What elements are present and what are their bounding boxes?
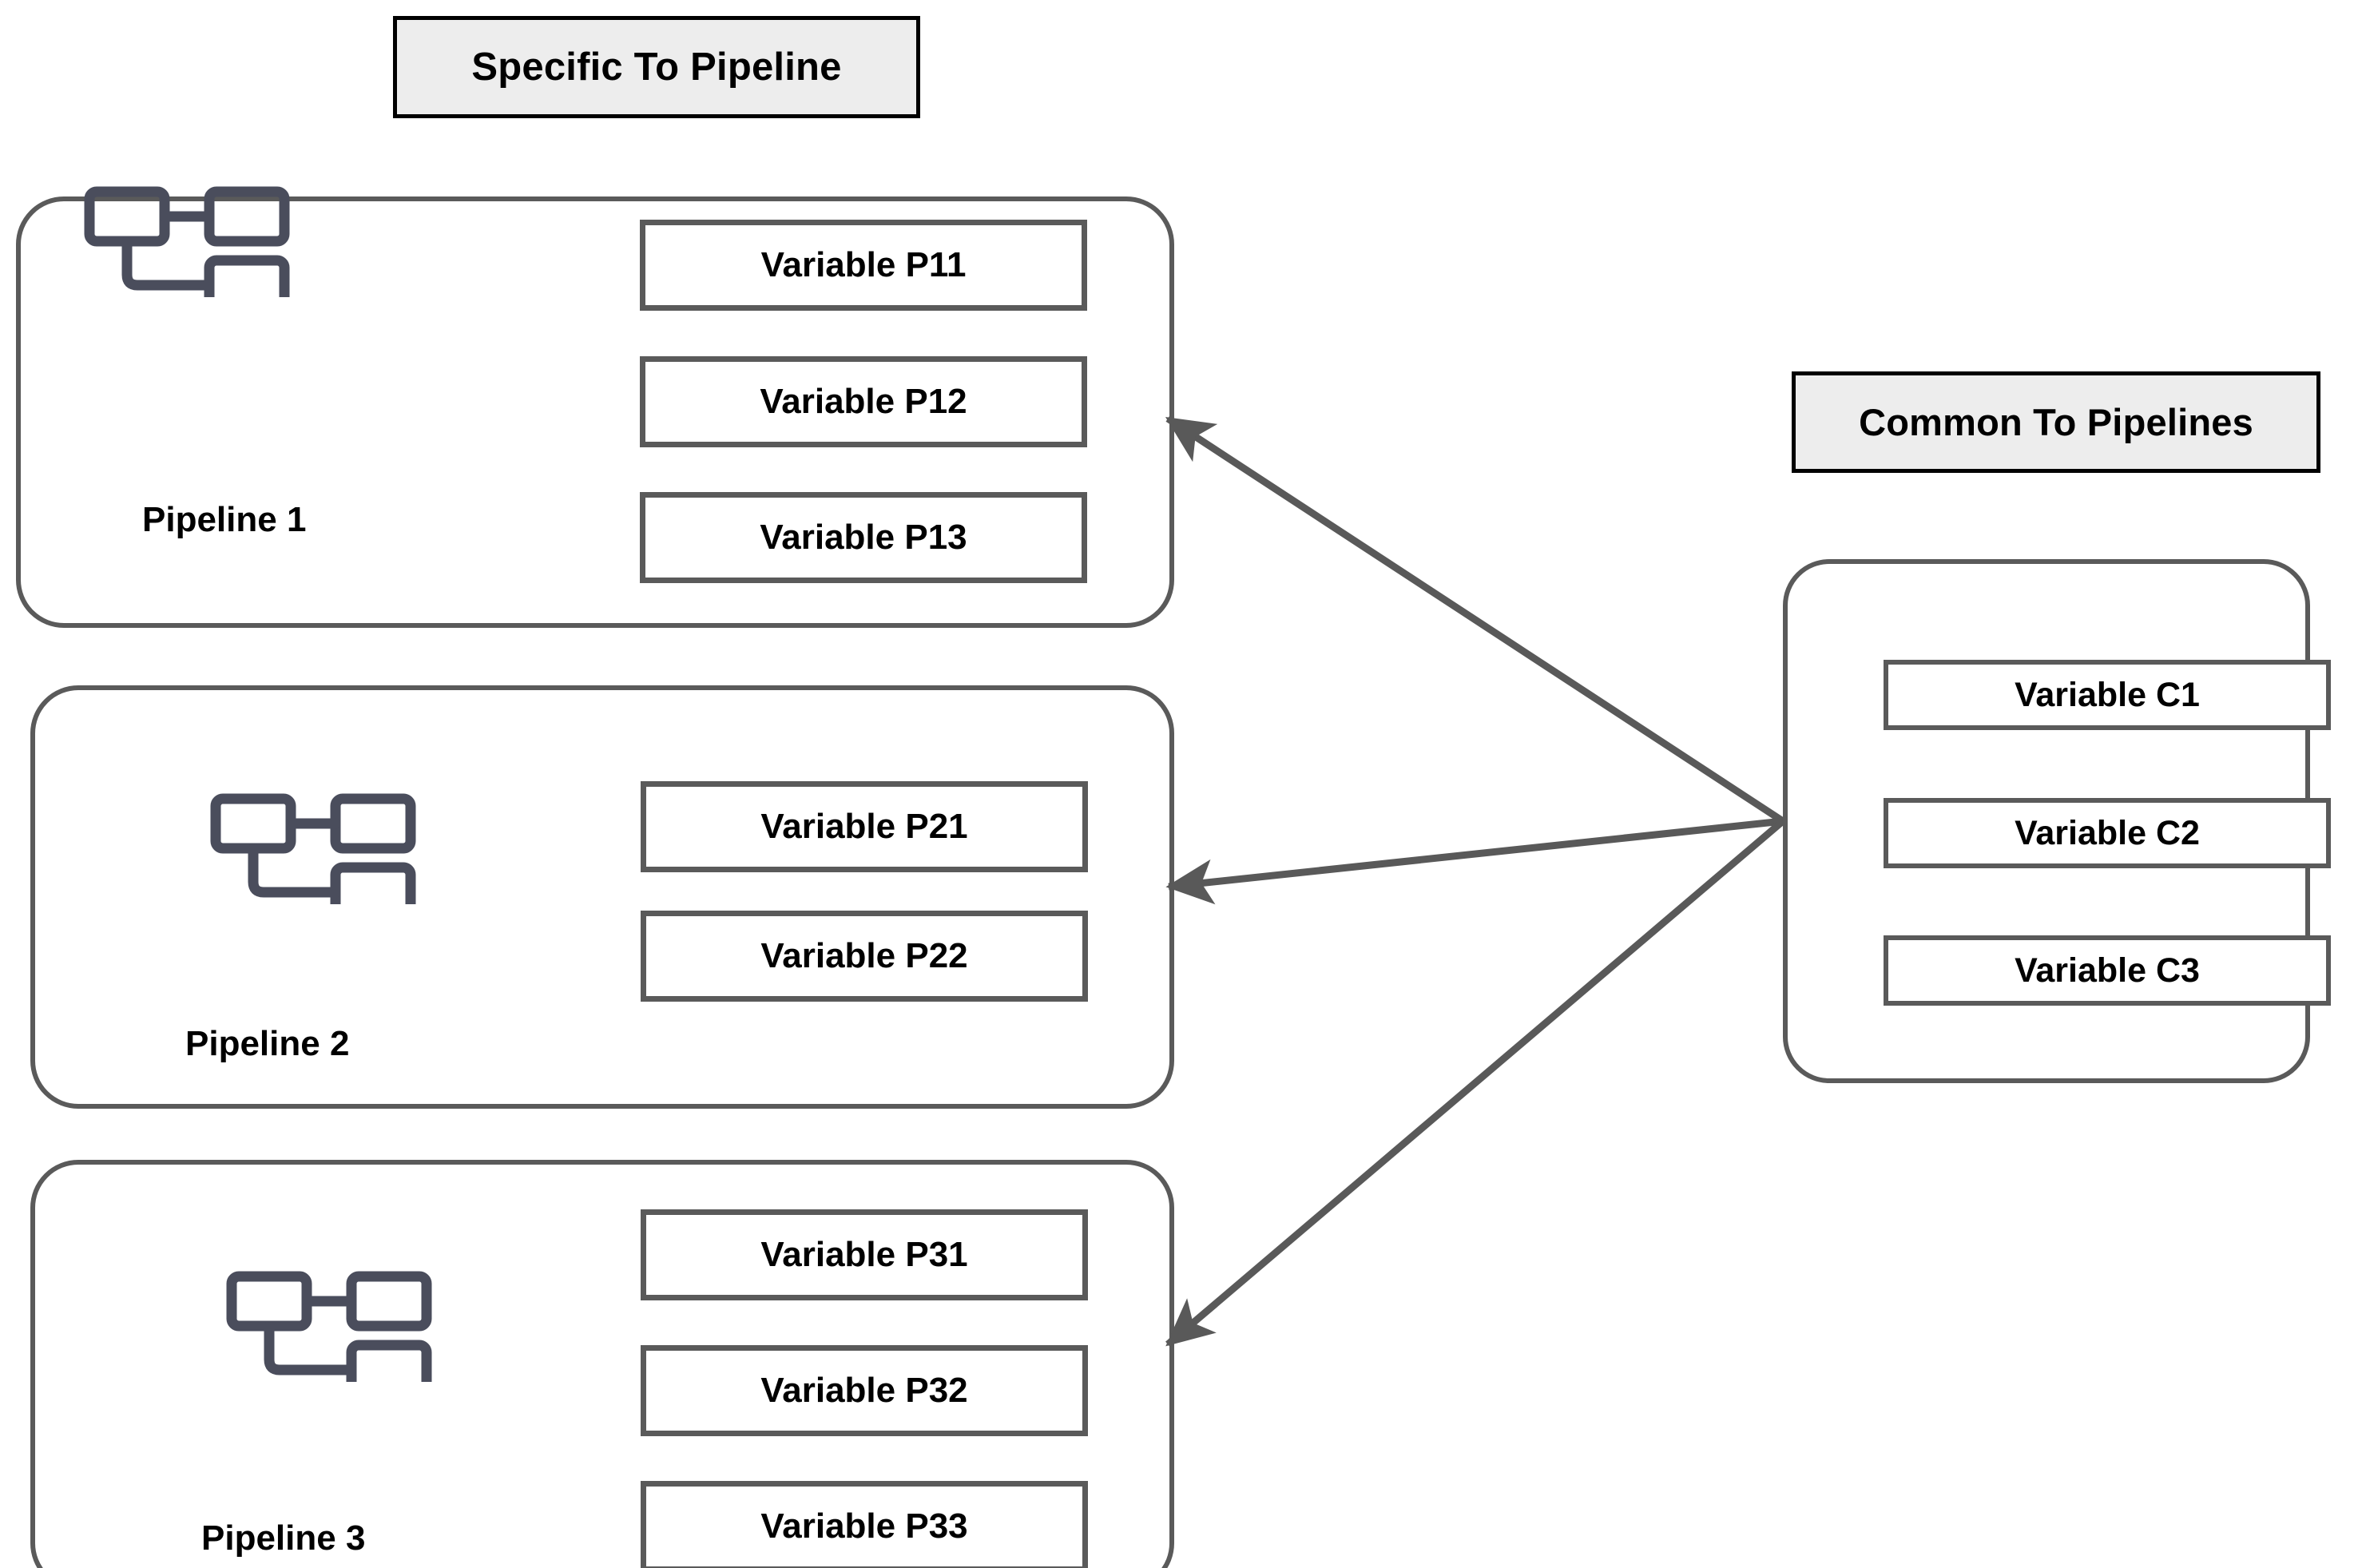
- variable-box-p22: Variable P22: [641, 911, 1088, 1002]
- variable-box-c3: Variable C3: [1884, 935, 2331, 1006]
- variable-box-p13: Variable P13: [640, 492, 1087, 583]
- legend-specific-to-pipeline: Specific To Pipeline: [393, 16, 920, 118]
- variable-box-p21: Variable P21: [641, 781, 1088, 872]
- variable-box-p32: Variable P32: [641, 1345, 1088, 1436]
- variable-box-c2: Variable C2: [1884, 798, 2331, 868]
- variable-box-p31: Variable P31: [641, 1209, 1088, 1300]
- pipeline-group-2: Pipeline 2 Variable P21 Variable P22: [30, 685, 1174, 1109]
- arrow-common-to-pipeline-3: [1165, 818, 1785, 1348]
- pipeline-flow-icon: [225, 1270, 433, 1382]
- pipeline-caption-3: Pipeline 3: [201, 1518, 366, 1558]
- variable-box-p33: Variable P33: [641, 1481, 1088, 1568]
- variable-box-p12: Variable P12: [640, 356, 1087, 447]
- pipeline-flow-icon: [83, 185, 291, 297]
- arrow-common-to-pipeline-1: [1165, 415, 1785, 824]
- common-variables-group: Variable C1 Variable C2 Variable C3: [1783, 559, 2331, 1083]
- pipeline-caption-2: Pipeline 2: [185, 1024, 350, 1063]
- variable-box-c1: Variable C1: [1884, 660, 2331, 730]
- pipeline-group-1: Pipeline 1 Variable P11 Variable P12 Var…: [16, 186, 1174, 628]
- pipeline-flow-icon: [209, 792, 417, 904]
- legend-common-to-pipelines: Common To Pipelines: [1792, 371, 2320, 473]
- variable-box-p11: Variable P11: [640, 220, 1087, 311]
- pipeline-caption-1: Pipeline 1: [142, 500, 307, 539]
- arrow-common-to-pipeline-2: [1165, 817, 1784, 905]
- pipeline-group-3: Pipeline 3 Variable P31 Variable P32 Var…: [30, 1160, 1174, 1568]
